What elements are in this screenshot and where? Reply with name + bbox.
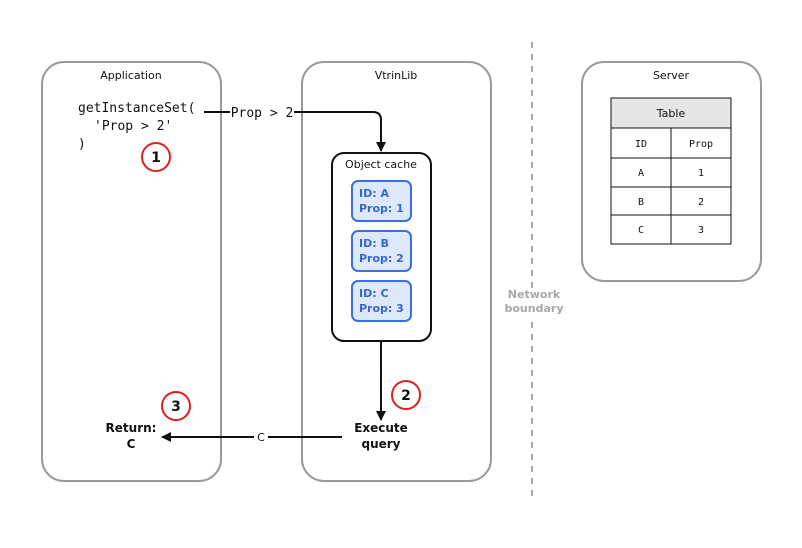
return-label-line-1: Return: [106,421,157,435]
step-marker-3: 3 [161,391,191,421]
return-label-line-2: C [127,437,136,451]
step-circle [141,142,171,172]
table-cell-prop: 1 [698,168,704,179]
execute-query-line-1: Execute [354,421,408,435]
application-panel-title: Application [100,69,161,82]
query-arrow [204,111,386,152]
cache-item-box [351,280,412,322]
cache-item-prop: Prop: 3 [359,302,404,315]
step-number: 3 [171,399,181,415]
table-header-cell [670,127,732,159]
table-header-prop: Prop [689,139,713,150]
step-marker-1: 1 [141,142,171,172]
result-arrow-label-bg [254,430,268,444]
cache-item-id: ID: C [359,287,389,300]
cache-item-box [351,230,412,272]
step-number: 1 [151,150,161,166]
query-arrow-label: Prop > 2 [231,106,294,121]
cache-item-box [351,180,412,222]
cache-item: ID: A Prop: 1 [351,180,412,222]
table-title-cell [610,97,732,129]
server-panel: Server Table ID Prop A 1 B 2 [581,61,762,282]
table-cell [610,157,672,188]
step-marker-2: 2 [391,380,421,410]
execute-query-line-2: query [361,437,400,451]
step-circle [161,391,191,421]
table-cell [610,214,672,245]
cache-item-id: ID: A [359,187,389,200]
table-header-id: ID [635,139,647,150]
result-arrow-label: C [257,431,265,444]
cache-item: ID: B Prop: 2 [351,230,412,272]
server-table: Table ID Prop A 1 B 2 C 3 [610,97,732,245]
code-line-1: getInstanceSet( [78,101,195,116]
table-cell-id: B [638,197,644,208]
vtrinlib-panel-title: VtrinLib [375,69,418,82]
table-cell [670,186,732,216]
server-panel-title: Server [653,69,690,82]
table-row: B 2 [610,186,732,216]
cache-item-prop: Prop: 1 [359,202,404,215]
table-cell-prop: 3 [698,225,704,236]
table-cell-id: C [638,225,644,236]
step-circle [391,380,421,410]
network-boundary-label-line-1: Network [508,288,561,301]
network-boundary-label-line-2: boundary [505,302,564,315]
table-row: C 3 [610,214,732,245]
application-panel: Application getInstanceSet( 'Prop > 2' )… [41,61,222,482]
table-row: A 1 [610,157,732,188]
table-cell-id: A [638,168,644,179]
application-panel-frame [41,61,222,482]
code-line-3: ) [78,137,86,152]
query-arrow-label-bg [230,105,294,120]
step-number: 2 [401,388,411,404]
table-cell-prop: 2 [698,197,704,208]
vtrinlib-panel: VtrinLib Object cache ID: A Prop: 1 ID: … [301,61,492,482]
cache-item-prop: Prop: 2 [359,252,404,265]
cache-item-id: ID: B [359,237,389,250]
table-title: Table [656,107,686,120]
object-cache-title: Object cache [345,158,417,171]
cache-item: ID: C Prop: 3 [351,280,412,322]
code-line-2: 'Prop > 2' [94,119,172,134]
table-cell [670,214,732,245]
